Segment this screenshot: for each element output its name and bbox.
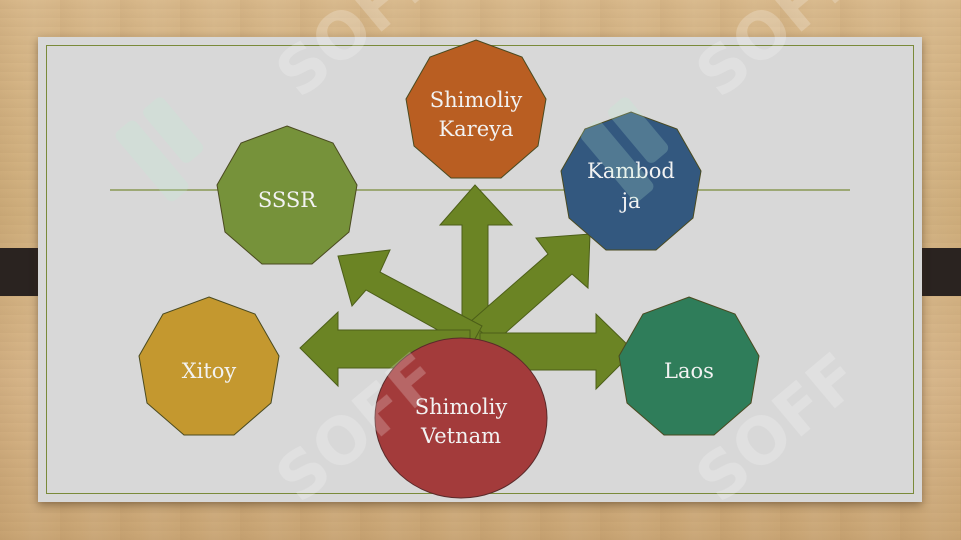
- node-xitoy: Xitoy: [138, 296, 280, 436]
- node-shimoliy-vetnam: Shimoliy Vetnam: [374, 337, 548, 499]
- center-label-line1: Shimoliy: [415, 395, 508, 419]
- watermark-logo-shape: [580, 120, 654, 202]
- nonagon-shape: [405, 39, 547, 179]
- node-label-line2: Kareya: [438, 117, 513, 141]
- arrow-to-kambodja: [469, 233, 591, 344]
- node-label-line1: Kambod: [587, 159, 675, 183]
- nonagon-shape: [138, 296, 280, 436]
- watermark-logo-shape: [608, 97, 669, 163]
- center-label-line2: Vetnam: [420, 424, 501, 448]
- node-shimoliy-kareya: Shimoliy Kareya: [405, 39, 547, 179]
- watermark-logo-shape: [115, 120, 189, 202]
- nonagon-shape: [216, 125, 358, 265]
- node-label-line1: Laos: [664, 359, 714, 383]
- watermark-logo-shape: [143, 97, 204, 163]
- node-label-line1: SSSR: [258, 188, 317, 212]
- node-kambodja: Kambod ja: [560, 111, 702, 251]
- node-label-line1: Shimoliy: [430, 88, 523, 112]
- node-laos: Laos: [618, 296, 760, 436]
- center-circle: [374, 337, 548, 499]
- watermark-text: SOFF: [683, 0, 875, 112]
- node-label-line2: ja: [618, 189, 640, 213]
- nonagon-shape: [560, 111, 702, 251]
- node-sssr: SSSR: [216, 125, 358, 265]
- nonagon-shape: [618, 296, 760, 436]
- node-label-line1: Xitoy: [182, 359, 237, 383]
